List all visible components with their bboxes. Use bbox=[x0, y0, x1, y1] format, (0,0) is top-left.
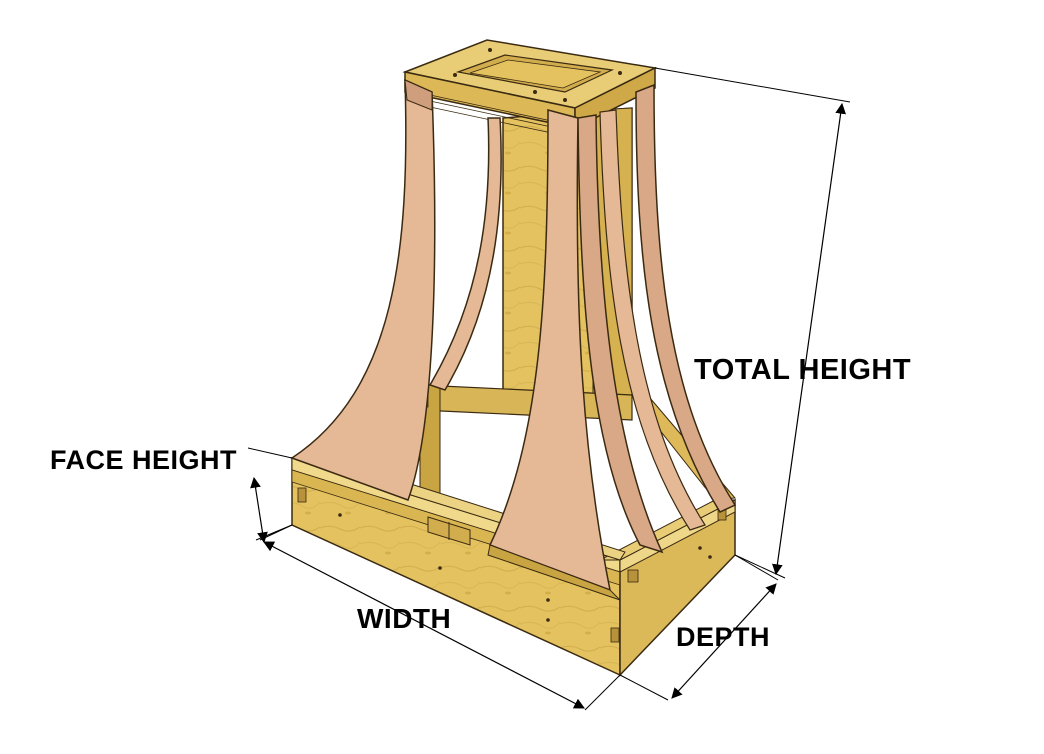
top-collar bbox=[402, 39, 658, 139]
rear-left-curved-panel bbox=[428, 117, 502, 391]
dimension-lines bbox=[247, 67, 851, 711]
face-height-dimension bbox=[250, 476, 268, 544]
right-curved-strip-back bbox=[635, 83, 737, 513]
face-height-label: FACE HEIGHT bbox=[50, 445, 237, 475]
total-height-dimension bbox=[772, 102, 846, 576]
total-height-label: TOTAL HEIGHT bbox=[694, 354, 911, 386]
right-curved-strip-front bbox=[577, 114, 664, 554]
front-left-curved-panel bbox=[290, 78, 436, 501]
face-panels bbox=[290, 78, 737, 601]
depth-label: DEPTH bbox=[676, 622, 770, 652]
width-dimension bbox=[263, 541, 585, 709]
width-label: WIDTH bbox=[357, 603, 451, 634]
depth-dimension bbox=[671, 583, 777, 699]
